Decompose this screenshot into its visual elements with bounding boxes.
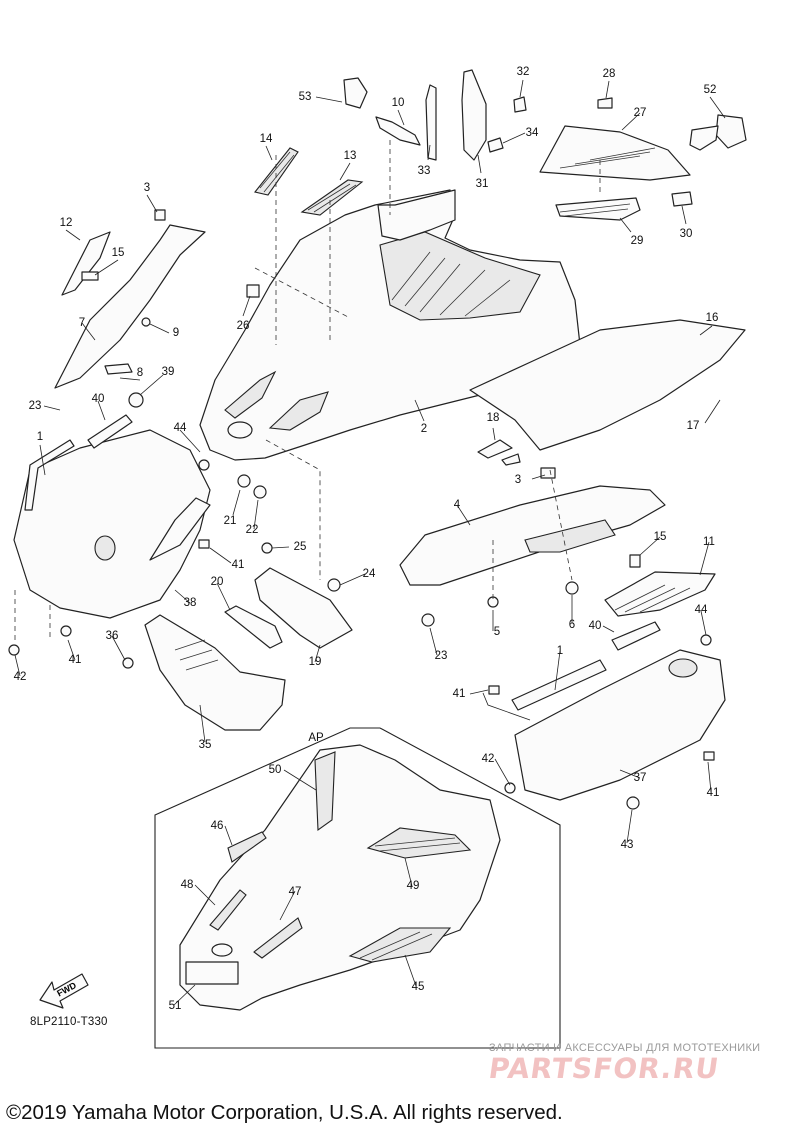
callout-3-top: 3 xyxy=(144,182,150,194)
callout-21: 21 xyxy=(224,515,237,527)
callout-19: 19 xyxy=(309,656,322,668)
callout-5: 5 xyxy=(494,626,500,638)
callout-10: 10 xyxy=(392,97,405,109)
callout-7: 7 xyxy=(79,317,85,329)
copyright-notice: ©2019 Yamaha Motor Corporation, U.S.A. A… xyxy=(6,1101,563,1124)
callout-6: 6 xyxy=(569,619,575,631)
callout-25: 25 xyxy=(294,541,307,553)
callout-30: 30 xyxy=(680,228,693,240)
right-lower-cover xyxy=(488,554,726,810)
callout-13: 13 xyxy=(344,150,357,162)
right-side-cover xyxy=(399,439,666,627)
callout-37: 37 xyxy=(634,772,647,784)
callout-48: 48 xyxy=(181,879,194,891)
callout-22: 22 xyxy=(246,524,259,536)
callout-20: 20 xyxy=(211,576,224,588)
callout-1-left: 1 xyxy=(37,431,43,443)
callout-32: 32 xyxy=(517,66,530,78)
callout-52: 52 xyxy=(704,84,717,96)
callout-8: 8 xyxy=(137,367,143,379)
callout-31: 31 xyxy=(476,178,489,190)
callout-36: 36 xyxy=(106,630,119,642)
callout-4: 4 xyxy=(454,499,461,511)
watermark-caption: ЗАПЧАСТИ И АКСЕССУАРЫ ДЛЯ МОТОТЕХНИКИ xyxy=(489,1042,761,1054)
callout-27: 27 xyxy=(634,107,647,119)
callout-50: 50 xyxy=(269,764,282,776)
callout-40-left: 40 xyxy=(92,393,105,405)
callout-23-left: 23 xyxy=(29,400,42,412)
callout-44-right: 44 xyxy=(695,604,708,616)
fwd-arrow-icon: FWD xyxy=(39,973,89,1009)
brackets xyxy=(198,459,353,649)
watermark: ЗАПЧАСТИ И АКСЕССУАРЫ ДЛЯ МОТОТЕХНИКИ PA… xyxy=(486,1042,789,1085)
upper-vents xyxy=(254,147,364,216)
hood-assembly xyxy=(199,189,746,461)
callout-23-center: 23 xyxy=(435,650,448,662)
watermark-logo: PARTSFOR.RU xyxy=(486,1052,722,1085)
callout-42-left: 42 xyxy=(14,671,27,683)
callout-39: 39 xyxy=(162,366,175,378)
left-side-panels xyxy=(54,209,260,408)
callout-43: 43 xyxy=(621,839,634,851)
callout-14: 14 xyxy=(260,133,273,145)
callout-41-right-mid: 41 xyxy=(453,688,466,700)
callout-labels: 53 10 32 28 52 27 34 14 13 33 31 3 12 15… xyxy=(14,66,720,1012)
callout-38: 38 xyxy=(184,597,197,609)
callout-35: 35 xyxy=(199,739,212,751)
callout-16: 16 xyxy=(706,312,719,324)
callout-24: 24 xyxy=(363,568,376,580)
detail-view-label: AP xyxy=(308,732,324,744)
callout-53: 53 xyxy=(299,91,312,103)
callout-42-right: 42 xyxy=(482,753,495,765)
callout-15-left: 15 xyxy=(112,247,125,259)
diagram-code: 8LP2110-T330 xyxy=(30,1016,108,1028)
callout-1-right: 1 xyxy=(557,645,563,657)
callout-15-right: 15 xyxy=(654,531,667,543)
callout-9: 9 xyxy=(173,327,179,339)
callout-44-left: 44 xyxy=(174,422,187,434)
callout-26: 26 xyxy=(237,320,250,332)
callout-47: 47 xyxy=(289,886,302,898)
left-lower-cover xyxy=(8,414,211,656)
callout-41-right: 41 xyxy=(707,787,720,799)
callout-17: 17 xyxy=(687,420,700,432)
callout-41-center: 41 xyxy=(232,559,245,571)
callout-41-left: 41 xyxy=(69,654,82,666)
callout-51: 51 xyxy=(169,1000,182,1012)
callout-45: 45 xyxy=(412,981,425,993)
callout-40-right: 40 xyxy=(589,620,602,632)
callout-3-right: 3 xyxy=(515,474,521,486)
callout-49: 49 xyxy=(407,880,420,892)
callout-2: 2 xyxy=(421,423,427,435)
callout-12: 12 xyxy=(60,217,73,229)
detail-inset-ap xyxy=(154,727,561,1049)
callout-33: 33 xyxy=(418,165,431,177)
callout-29: 29 xyxy=(631,235,644,247)
leader-lines xyxy=(14,79,726,1006)
front-bumper xyxy=(122,614,286,731)
windshield-parts xyxy=(343,69,747,221)
callout-28: 28 xyxy=(603,68,616,80)
callout-34: 34 xyxy=(526,127,539,139)
callout-46: 46 xyxy=(211,820,224,832)
callout-18: 18 xyxy=(487,412,500,424)
callout-11: 11 xyxy=(703,536,715,548)
